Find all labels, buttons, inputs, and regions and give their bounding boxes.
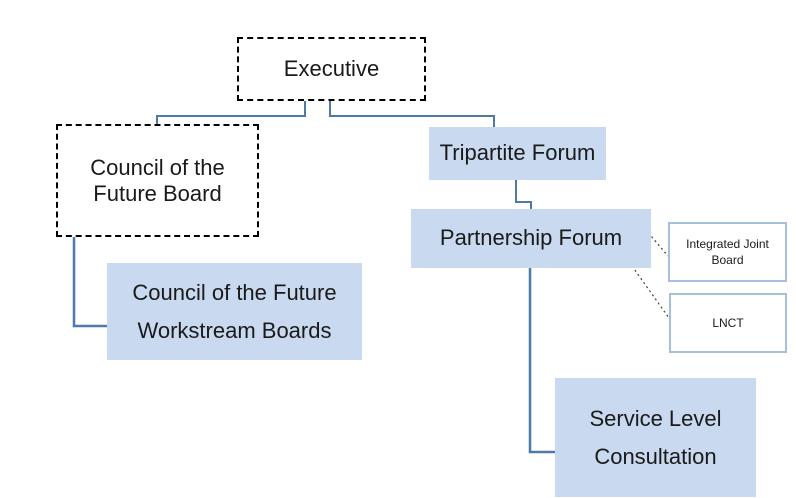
node-executive: Executive bbox=[237, 37, 426, 101]
node-council-of-the-future-board: Council of the Future Board bbox=[56, 124, 259, 237]
connector-tripartite-to-partnership bbox=[515, 180, 532, 209]
node-tripartite-forum: Tripartite Forum bbox=[429, 127, 606, 180]
node-integrated-joint-board-label: Integrated Joint Board bbox=[686, 237, 769, 267]
connector-executive-to-tripartite bbox=[329, 100, 495, 127]
connector-council-board-to-workstream bbox=[72, 237, 107, 328]
connector-partnership-to-lnct bbox=[631, 265, 670, 319]
node-council-of-the-future-workstream-boards-label: Council of the Future Workstream Boards bbox=[132, 279, 337, 343]
node-executive-label: Executive bbox=[283, 55, 380, 81]
node-council-of-the-future-workstream-boards: Council of the Future Workstream Boards bbox=[107, 263, 362, 360]
node-service-level-consultation: Service Level Consultation bbox=[555, 378, 756, 497]
node-partnership-forum-label: Partnership Forum bbox=[439, 225, 623, 251]
connector-executive-to-council-board bbox=[156, 100, 306, 124]
node-partnership-forum: Partnership Forum bbox=[411, 209, 651, 268]
node-council-of-the-future-board-label: Council of the Future Board bbox=[90, 154, 225, 206]
node-tripartite-forum-label: Tripartite Forum bbox=[439, 140, 596, 166]
connector-partnership-to-service bbox=[528, 268, 555, 454]
node-integrated-joint-board: Integrated Joint Board bbox=[668, 222, 787, 282]
node-lnct: LNCT bbox=[669, 293, 787, 353]
node-service-level-consultation-label: Service Level Consultation bbox=[589, 405, 722, 469]
node-lnct-label: LNCT bbox=[712, 316, 744, 330]
